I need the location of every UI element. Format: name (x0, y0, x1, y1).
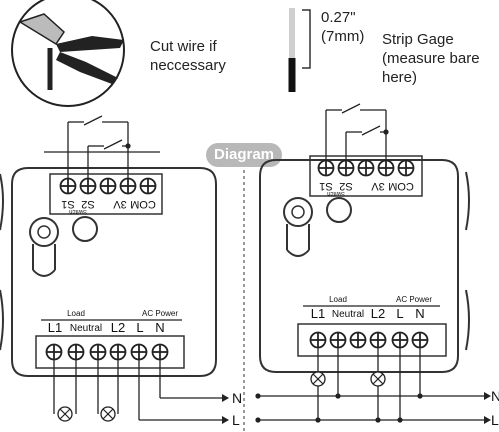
right-dot-neu (335, 393, 341, 399)
left-label-switch: Switch (69, 208, 87, 214)
left-lamp-2-cross-b (102, 408, 114, 420)
left-label-n: N (155, 320, 164, 335)
right-arrow-n (484, 392, 491, 400)
right-label-switch: Switch (327, 190, 345, 196)
left-label-neutral: Neutral (70, 323, 102, 334)
right-dot-l (397, 417, 403, 423)
right-dot-n (417, 393, 423, 399)
diagram-badge: Diagram (206, 143, 282, 167)
left-label-ac: AC Power (142, 309, 178, 318)
strip-length-caption: 0.27" (7mm) (321, 9, 365, 45)
right-rail-n-start (255, 393, 261, 399)
strip-gage-caption: Strip Gage (measure bare here) (382, 31, 480, 86)
right-label-l2: L2 (371, 306, 385, 321)
right-label-line-l: L (491, 412, 499, 428)
right-label-n: N (415, 306, 424, 321)
right-label-line-n: N (491, 388, 499, 404)
left-arrow-n (222, 394, 229, 402)
right-lamp-1-cross-b (312, 373, 324, 385)
right-label-l1: L1 (311, 306, 325, 321)
left-label-com: COM (130, 198, 156, 210)
right-dot-l1 (315, 417, 321, 423)
left-label-line-l: L (232, 412, 240, 428)
left-switch-upper (83, 115, 103, 126)
left-label-s2: S2 (81, 198, 94, 210)
left-switch-lower (103, 139, 123, 150)
left-label-load: Load (67, 309, 85, 318)
left-junction (125, 143, 131, 149)
right-lamp-2-cross-b (372, 373, 384, 385)
right-label-load: Load (329, 295, 347, 304)
wire-cutter-icon (11, 0, 125, 107)
left-label-l: L (136, 320, 143, 335)
right-label-3v: 3V (371, 180, 385, 192)
right-label-s2: S2 (339, 180, 352, 192)
cut-wire-caption: Cut wire if neccessary (150, 38, 226, 74)
right-switch-upper (341, 103, 361, 114)
right-switch-lower (361, 125, 381, 136)
right-label-s1: S1 (319, 180, 332, 192)
right-label-ac: AC Power (396, 295, 432, 304)
right-label-l: L (396, 306, 403, 321)
right-module (259, 155, 470, 373)
left-label-line-n: N (232, 390, 242, 406)
right-junction (383, 129, 389, 135)
strip-gage-icon (288, 8, 311, 92)
left-label-3v: 3V (113, 198, 127, 210)
left-label-s1: S1 (61, 198, 74, 210)
right-dot-l2 (375, 417, 381, 423)
right-arrow-l (484, 416, 491, 424)
left-module (0, 151, 217, 377)
left-arrow-l (222, 416, 229, 424)
right-label-com: COM (388, 180, 414, 192)
left-label-l2: L2 (111, 320, 125, 335)
left-label-l1: L1 (48, 320, 62, 335)
right-label-neutral: Neutral (332, 309, 364, 320)
left-lamp-1-cross-b (59, 408, 71, 420)
right-rail-l-start (255, 417, 261, 423)
